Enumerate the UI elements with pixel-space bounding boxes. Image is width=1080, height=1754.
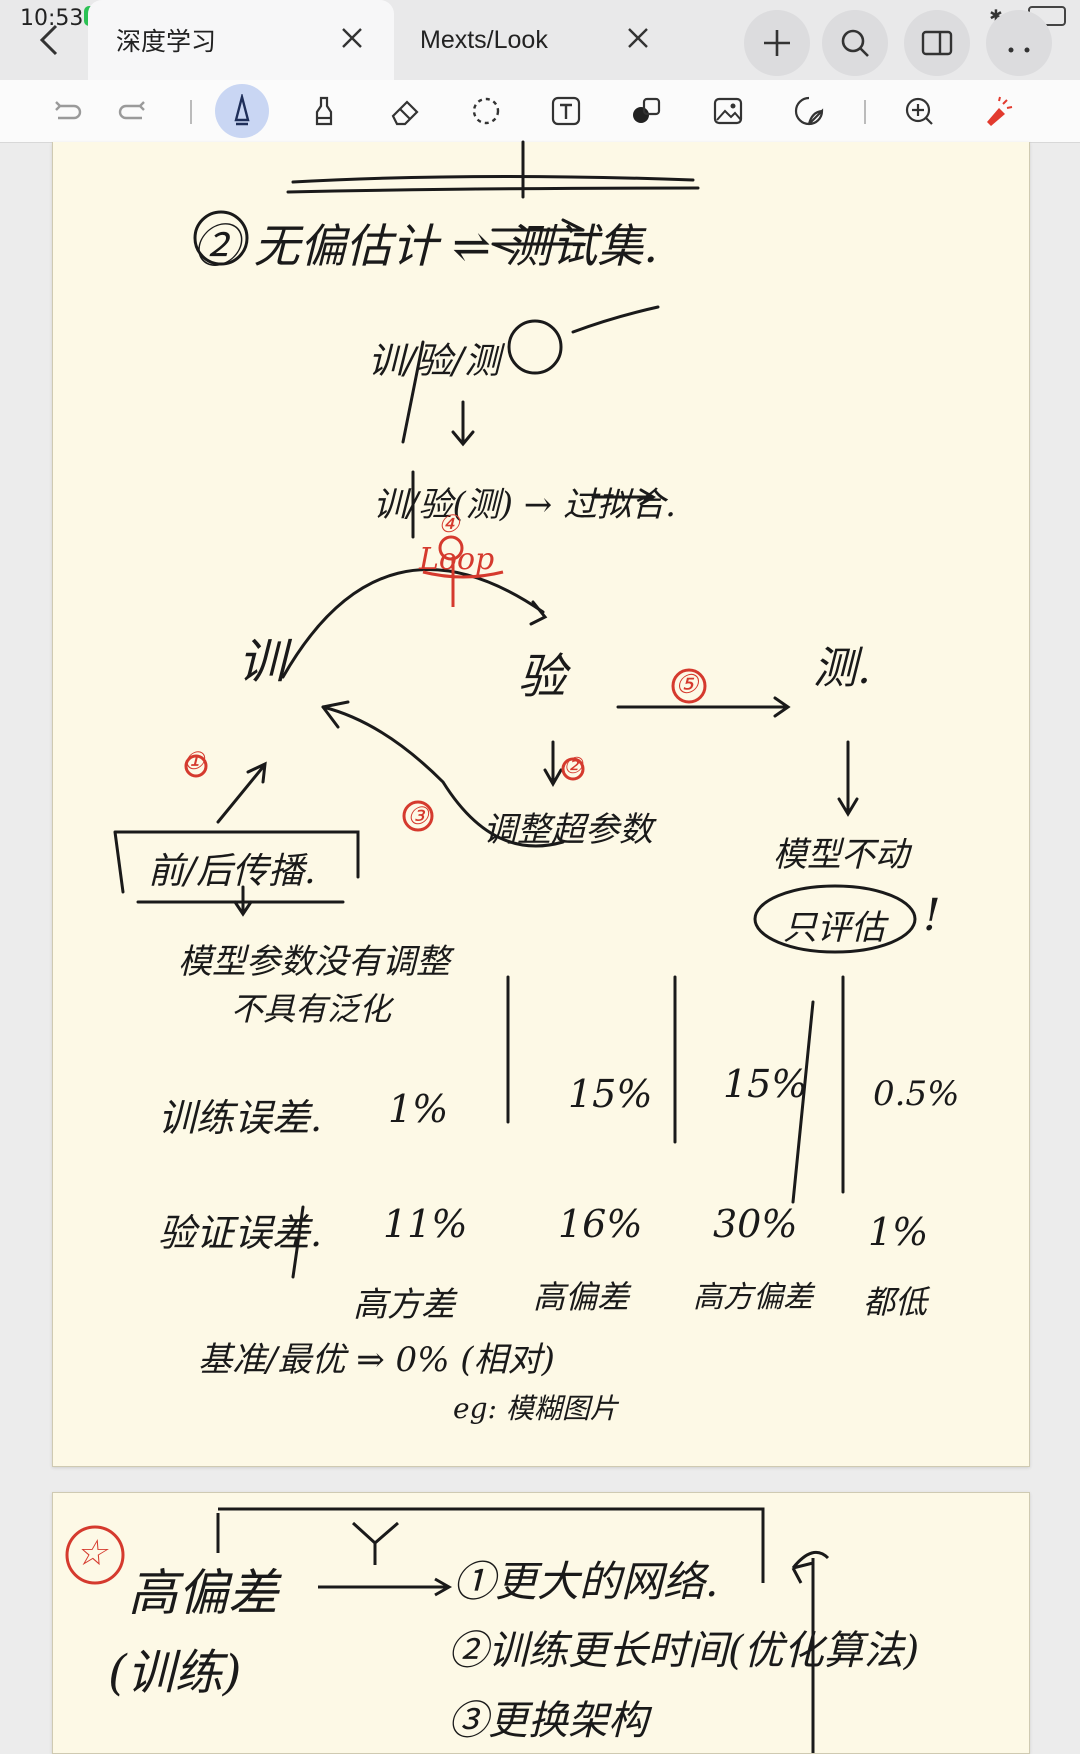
model-fixed-label: 模型不动 <box>773 835 909 875</box>
split-view-button[interactable] <box>904 10 970 76</box>
shape-button[interactable] <box>625 90 667 132</box>
new-tab-button[interactable] <box>744 10 810 76</box>
step-1-label: ① <box>183 747 205 775</box>
toolbar-divider <box>864 100 866 124</box>
highlighter-icon <box>315 96 333 126</box>
tab-mexts-look[interactable]: Mexts/Look <box>410 0 680 80</box>
fix-item-3: ③更换架构 <box>448 1698 648 1744</box>
close-icon[interactable] <box>338 24 366 52</box>
more-dots-icon <box>1008 47 1030 53</box>
step-4-label: ④ <box>438 510 460 538</box>
train-error-4: 0.5% <box>873 1074 960 1114</box>
search-button[interactable] <box>822 10 888 76</box>
verdict-3: 高方偏差 <box>693 1280 813 1315</box>
ink-strokes <box>113 140 917 1279</box>
laser-pointer-button[interactable] <box>977 90 1019 132</box>
laser-icon <box>987 96 1013 126</box>
step-2-label: ② <box>563 754 583 779</box>
drawing-toolbar <box>0 80 1080 143</box>
tab-title: Mexts/Look <box>420 25 548 54</box>
exclaim-mark: ! <box>923 890 941 941</box>
train-error-3: 15% <box>723 1062 808 1106</box>
example-note: eg: 模糊图片 <box>453 1392 618 1425</box>
verdict-2: 高偏差 <box>533 1278 630 1316</box>
text-button[interactable] <box>545 90 587 132</box>
val-error-label: 验证误差. <box>158 1211 323 1255</box>
sticker-icon <box>794 96 824 126</box>
highlighter-button[interactable] <box>303 90 345 132</box>
heading-text: ② 无偏估计 ⇌ 测试集. <box>193 219 659 273</box>
zoom-icon <box>905 97 933 125</box>
fix-item-1: ①更大的网络. <box>453 1557 719 1606</box>
pen-icon <box>234 94 250 126</box>
train-error-2: 15% <box>568 1072 653 1116</box>
loop-label: Loop <box>419 542 495 577</box>
undo-icon <box>55 101 82 120</box>
verdict-1: 高方差 <box>353 1285 455 1325</box>
zoom-button[interactable] <box>898 90 940 132</box>
more-button[interactable] <box>986 10 1052 76</box>
star-marker: ☆ <box>75 1533 108 1574</box>
toolbar-divider <box>190 100 192 124</box>
redo-icon <box>118 101 145 120</box>
eraser-button[interactable] <box>385 90 427 132</box>
high-bias-title: 高偏差 <box>128 1564 278 1622</box>
val-error-3: 30% <box>713 1202 798 1246</box>
lasso-icon <box>472 97 500 125</box>
sticker-button[interactable] <box>788 90 830 132</box>
note-page[interactable]: ② 无偏估计 ⇌ 测试集. 训/验/测 训/验(测) → 过拟合. ④ Loop… <box>52 140 1030 1467</box>
image-icon <box>713 97 743 125</box>
adjust-hyperparams-label: 调整超参数 <box>483 810 653 850</box>
step-5-label: ⑤ <box>675 670 699 700</box>
undo-button[interactable] <box>46 90 88 132</box>
note-page-next[interactable]: ☆ 高偏差 (训练) ①更大的网络. ②训练更长时间(优化算法) ③更换架构 <box>52 1492 1030 1754</box>
chevron-left-icon <box>39 24 58 56</box>
back-button[interactable] <box>30 20 70 60</box>
tab-deep-learning[interactable]: 深度学习 <box>88 0 394 80</box>
node-validate: 验 <box>518 649 567 705</box>
fix-item-2: ②训练更长时间(优化算法) <box>448 1628 920 1674</box>
image-button[interactable] <box>707 90 749 132</box>
plus-icon <box>764 30 790 56</box>
train-error-label: 训练误差. <box>158 1096 323 1140</box>
val-error-2: 16% <box>558 1202 643 1246</box>
text-icon <box>551 96 581 126</box>
no-generalize-label: 不具有泛化 <box>231 990 392 1028</box>
pen-tool-active[interactable] <box>215 84 269 138</box>
split-line-a: 训/验/测 <box>368 341 501 382</box>
no-adjust-label: 模型参数没有调整 <box>178 942 450 982</box>
shape-icon <box>633 97 661 123</box>
eval-only-label: 只评估 <box>783 908 885 948</box>
title-bar: 10:53 ✱ ≋ 深度学习 Mexts/Look <box>0 0 1080 80</box>
train-error-1: 1% <box>388 1087 449 1131</box>
val-error-4: 1% <box>868 1210 929 1254</box>
status-time: 10:53 <box>20 6 84 31</box>
eraser-icon <box>391 100 419 126</box>
node-train: 训 <box>238 634 287 690</box>
close-icon[interactable] <box>624 24 652 52</box>
search-icon <box>841 29 869 57</box>
ink-strokes <box>65 1507 830 1753</box>
verdict-4: 都低 <box>863 1283 928 1321</box>
lasso-button[interactable] <box>465 90 507 132</box>
pen-button[interactable] <box>221 90 263 132</box>
forward-backward-label: 前/后传播. <box>148 851 316 892</box>
redo-button[interactable] <box>112 90 154 132</box>
high-bias-subtitle: (训练) <box>108 1645 242 1701</box>
split-view-icon <box>921 30 953 56</box>
split-line-b: 训/验(测) → 过拟合. <box>373 485 676 525</box>
tab-title: 深度学习 <box>116 28 217 56</box>
bayes-baseline-note: 基准/最优 ⇒ 0% (相对) <box>198 1340 555 1380</box>
step-3-label: ③ <box>407 802 429 830</box>
node-test: 测. <box>813 643 871 694</box>
val-error-1: 11% <box>383 1202 468 1246</box>
